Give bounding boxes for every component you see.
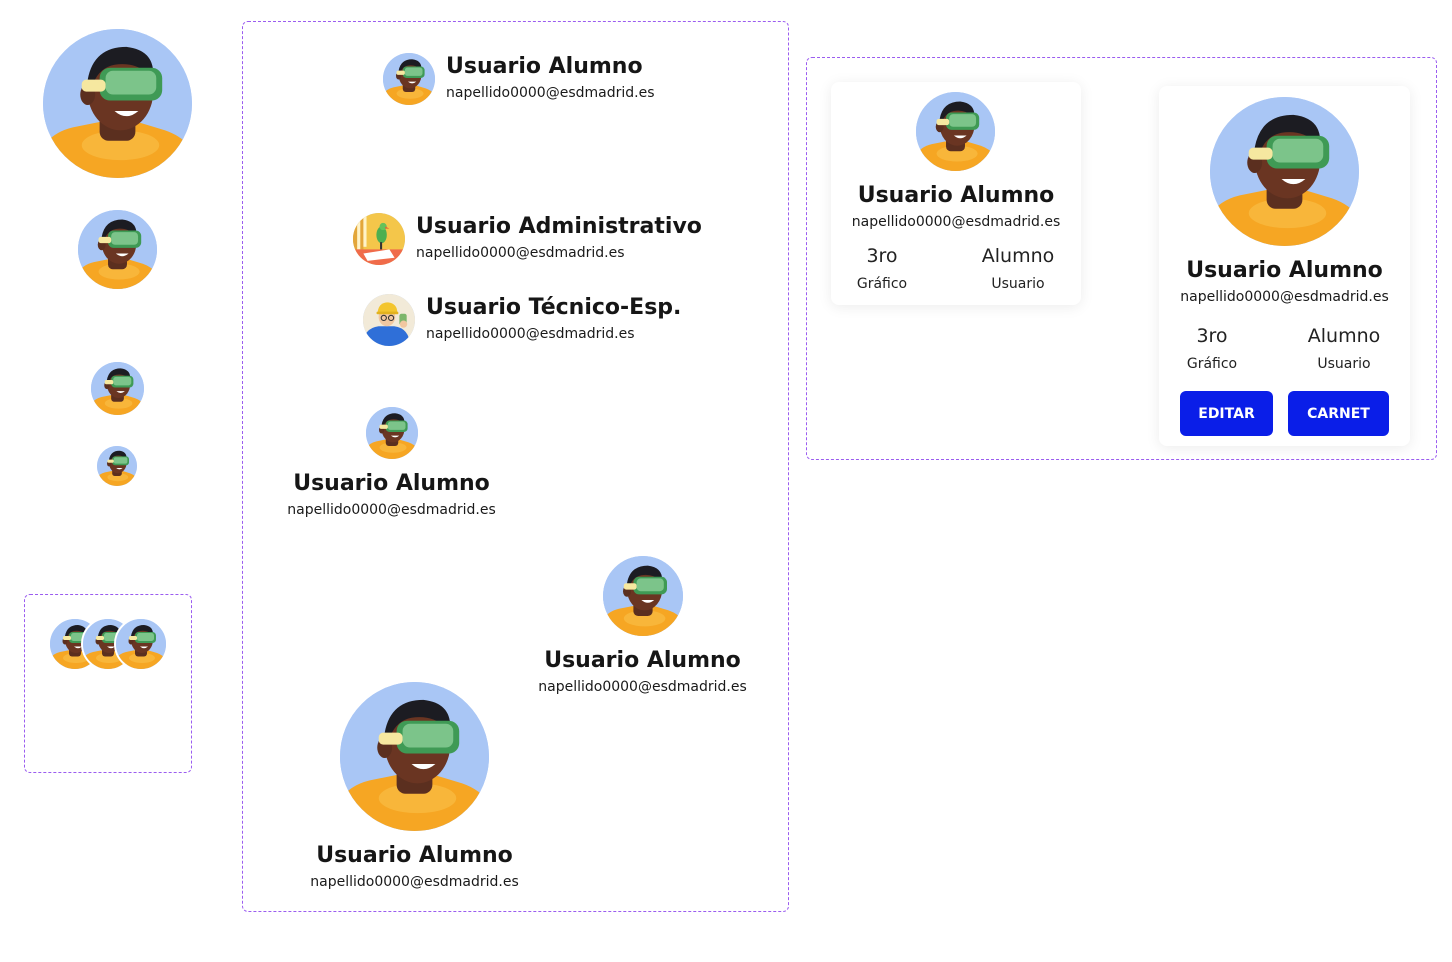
profile-avatar [1210,97,1359,246]
user-email: napellido0000@esdmadrid.es [446,85,655,101]
avatar-lg [78,210,157,289]
admin-name: Usuario Administrativo [416,214,702,239]
profile-specialty: Gráfico [856,276,908,292]
user-email: napellido0000@esdmadrid.es [310,874,519,890]
profile-type: Usuario [1317,356,1371,372]
user-email: napellido0000@esdmadrid.es [287,502,496,518]
user-name: Usuario Alumno [446,54,643,79]
profile-avatar [916,92,995,171]
admin-avatar [353,213,405,265]
avatar-group-frame [24,594,192,773]
profile-cards-frame [806,57,1437,460]
profile-role: Alumno [981,245,1055,267]
tech-avatar [363,294,415,346]
user-avatar [366,407,418,459]
profile-type: Usuario [991,276,1045,292]
user-email: napellido0000@esdmadrid.es [538,679,747,695]
profile-year: 3ro [866,245,898,267]
user-name: Usuario Alumno [316,843,513,868]
profile-year: 3ro [1196,325,1228,347]
profile-role: Alumno [1307,325,1381,347]
user-name: Usuario Alumno [293,471,490,496]
user-label-variants-frame [242,21,789,912]
tech-email: napellido0000@esdmadrid.es [426,326,635,342]
avatar-xl [43,29,192,178]
profile-email: napellido0000@esdmadrid.es [851,214,1061,230]
avatar-md [91,362,144,415]
user-name: Usuario Alumno [544,648,741,673]
carnet-button[interactable]: CARNET [1288,391,1389,436]
profile-specialty: Gráfico [1186,356,1238,372]
profile-name: Usuario Alumno [857,183,1055,208]
user-avatar [603,556,683,636]
edit-button[interactable]: EDITAR [1180,391,1273,436]
admin-email: napellido0000@esdmadrid.es [416,245,625,261]
profile-email: napellido0000@esdmadrid.es [1180,289,1389,305]
avatar-group-item [114,617,168,671]
user-avatar [383,53,435,105]
avatar-sm [97,446,137,486]
profile-name: Usuario Alumno [1186,258,1383,283]
tech-name: Usuario Técnico-Esp. [426,295,682,320]
user-avatar [340,682,489,831]
